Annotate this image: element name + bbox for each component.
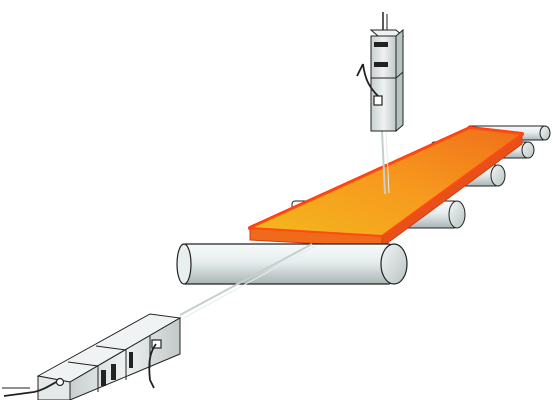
laser-beams (179, 130, 390, 319)
roller-1 (176, 243, 408, 285)
hot-steel-slab (248, 126, 524, 248)
side-laser-sensor-icon (2, 313, 182, 401)
overhead-laser-sensor-icon (356, 12, 405, 133)
